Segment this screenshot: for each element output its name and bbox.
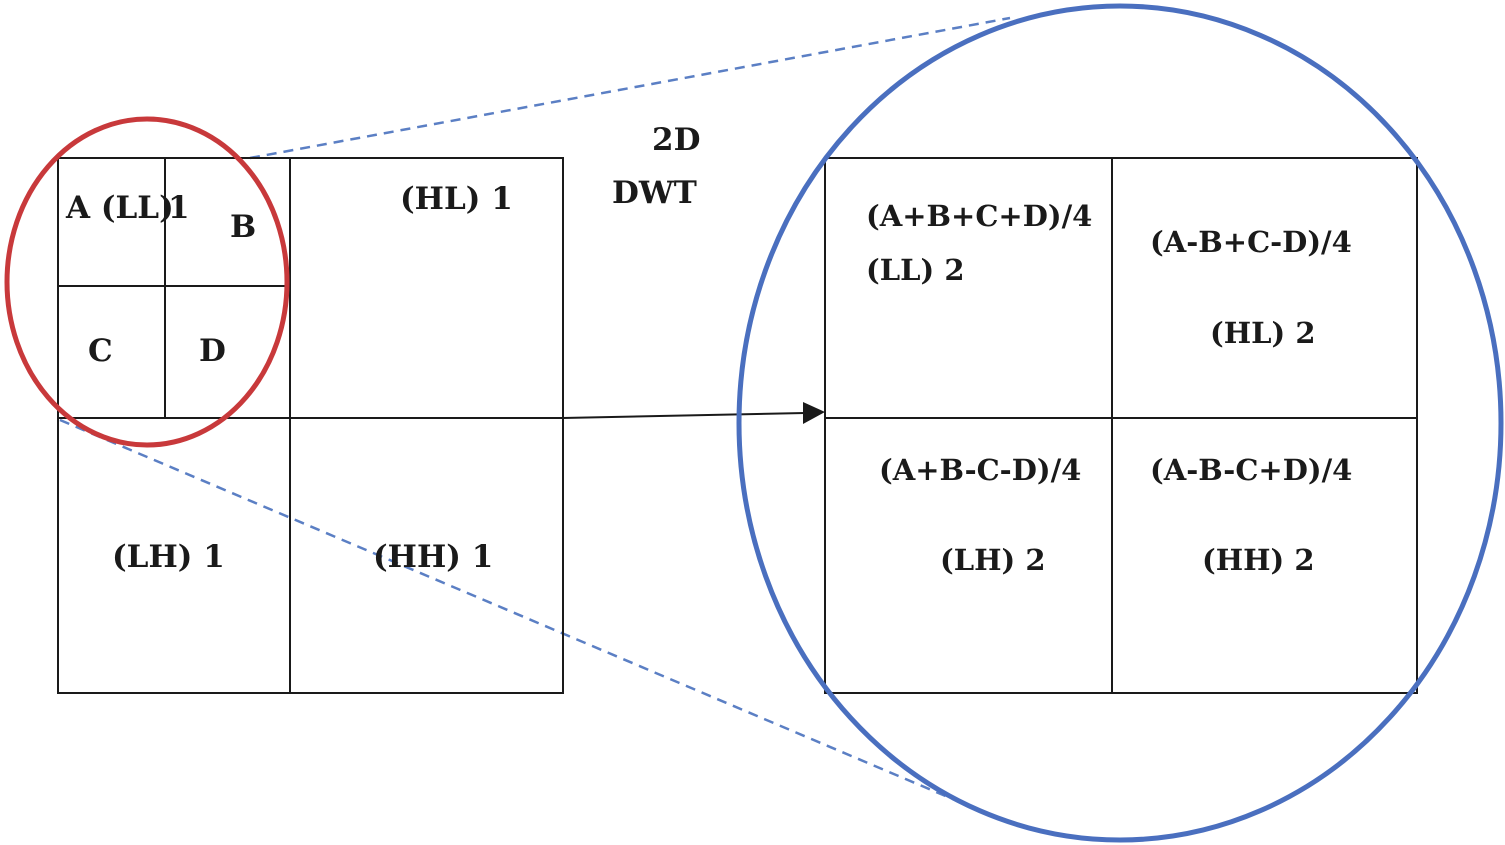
label-lh1: (LH) 1 — [112, 539, 225, 575]
arrow-head — [803, 402, 825, 424]
label-one: 1 — [168, 190, 190, 226]
ll2-formula: (A+B+C+D)/4 — [866, 199, 1092, 233]
label-c: C — [88, 333, 113, 369]
transform-label-dwt: DWT — [612, 175, 697, 211]
arrow-shaft — [562, 412, 806, 419]
ll1-highlight-circle — [4, 116, 290, 448]
hl2-formula: (A-B+C-D)/4 — [1150, 225, 1352, 259]
hh2-label: (HH) 2 — [1202, 543, 1315, 577]
level1-grid — [57, 157, 564, 694]
level1-outer-box — [57, 157, 564, 694]
hl2-label: (HL) 2 — [1210, 316, 1316, 350]
hh2-formula: (A-B-C+D)/4 — [1150, 453, 1352, 487]
transform-arrow — [562, 402, 825, 424]
label-hl1: (HL) 1 — [400, 181, 513, 217]
ll2-label: (LL) 2 — [866, 253, 965, 287]
label-hh1: (HH) 1 — [373, 539, 493, 575]
level2-outer-box — [824, 157, 1418, 694]
zoom-circle — [736, 3, 1504, 843]
lh2-formula: (A+B-C-D)/4 — [879, 453, 1081, 487]
level2-grid — [824, 157, 1418, 694]
lh2-label: (LH) 2 — [940, 543, 1046, 577]
label-d: D — [199, 333, 226, 369]
zoom-guides — [59, 16, 1011, 802]
label-a-ll: A (LL) — [65, 190, 174, 226]
zoom-guide-top — [249, 16, 1011, 160]
zoom-guide-bottom — [59, 418, 956, 802]
label-b: B — [230, 209, 256, 245]
transform-label-2d: 2D — [652, 122, 700, 158]
